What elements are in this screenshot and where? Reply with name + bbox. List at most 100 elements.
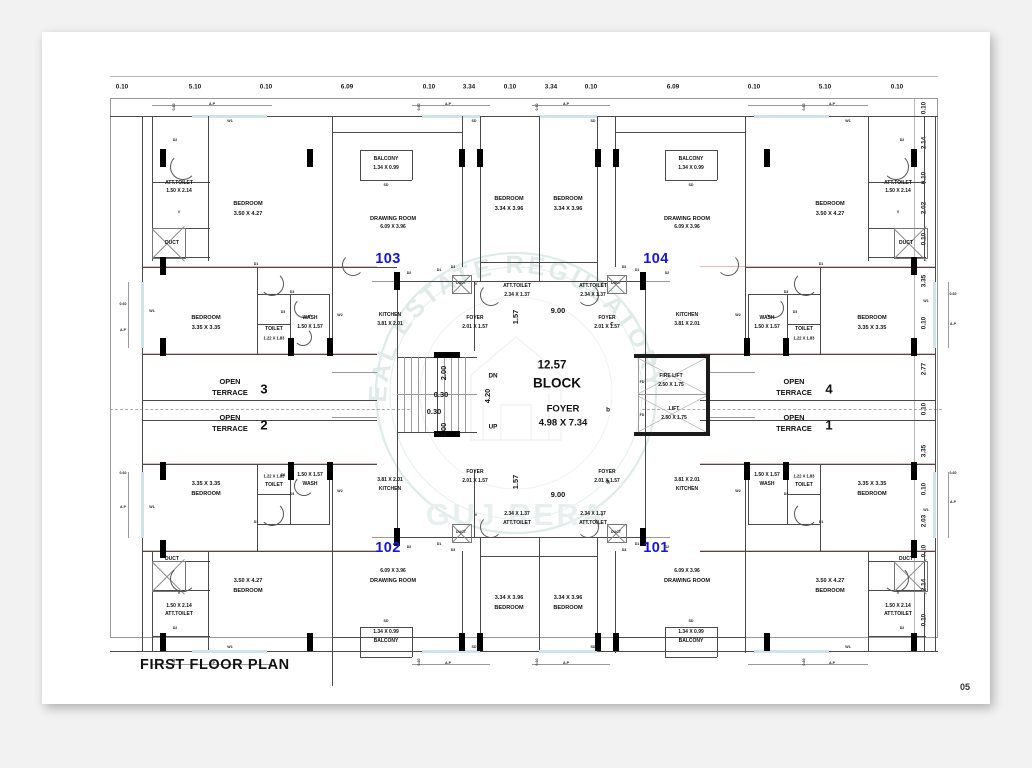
bedroom-name-tl: BEDROOM bbox=[233, 200, 263, 207]
bedroom-name-bm1: BEDROOM bbox=[494, 604, 524, 611]
duct-small-tl: DUCT bbox=[456, 281, 466, 285]
core-marker-c: c bbox=[610, 320, 614, 328]
wash-size-br: 1.50 X 1.57 bbox=[754, 472, 780, 479]
offset-060-bl: 0.60 bbox=[119, 471, 127, 475]
door-d3-bl1: D3 bbox=[289, 492, 295, 496]
terrace-2-number: 2 bbox=[260, 417, 268, 433]
bedroom-name-bm2: BEDROOM bbox=[553, 604, 583, 611]
door-d1-ml: D1 bbox=[253, 262, 259, 266]
toilet-size-br: 1.22 X 1.83 bbox=[793, 473, 815, 479]
wash-size-bl: 1.50 X 1.57 bbox=[297, 472, 323, 479]
door-d3-core-tl: D3 bbox=[450, 265, 456, 269]
toilet-name-br: TOILET bbox=[795, 482, 813, 489]
door-d2-core-br: D2 bbox=[664, 545, 670, 549]
core-depth-dim: 4.20 bbox=[482, 388, 492, 404]
terrace-3-line2: TERRACE bbox=[212, 387, 248, 397]
bedroom-name-mr: BEDROOM bbox=[857, 314, 887, 321]
wash-name-mr: WASH bbox=[759, 315, 775, 322]
balcony-size-tl: 1.34 X 0.99 bbox=[373, 165, 399, 172]
dim-top-12: 0.10 bbox=[890, 83, 904, 91]
stair-dim-2: 0.30 bbox=[426, 406, 442, 416]
door-d2-b4: D2 bbox=[899, 626, 905, 630]
sd-label-b3: SD bbox=[590, 645, 596, 649]
window-w1-t4: W1 bbox=[845, 119, 851, 123]
window-w1-br: W1 bbox=[923, 508, 929, 512]
core-foyer-size: 4.98 X 7.34 bbox=[538, 417, 588, 429]
vent-core-br: V bbox=[600, 513, 604, 517]
dim-top-8: 0.10 bbox=[584, 83, 598, 91]
floor-plan-sheet: GUJARAT REAL ESTATE REGULATORY AUTHORITY… bbox=[42, 32, 990, 704]
door-d2-b1: D2 bbox=[172, 626, 178, 630]
foyer-size-tl: 2.01 X 1.57 bbox=[462, 324, 488, 331]
unit-number-104[interactable]: 104 bbox=[643, 251, 669, 267]
att-toilet-size-bl: 1.50 X 2.14 bbox=[166, 603, 192, 610]
drawing-room-name-br: DRAWING ROOM bbox=[664, 577, 710, 584]
door-d1-core-tl: D1 bbox=[436, 268, 442, 272]
unit-number-101[interactable]: 101 bbox=[643, 540, 669, 556]
page-number: 05 bbox=[959, 682, 970, 692]
door-d2-t1: D2 bbox=[172, 138, 178, 142]
bedroom-size-bl: 3.50 X 4.27 bbox=[233, 577, 263, 584]
vent-core-bl: V bbox=[474, 513, 478, 517]
top-dimension-line bbox=[110, 76, 938, 77]
terrace-1-number: 1 bbox=[825, 417, 833, 433]
sd-label-balcony-tr: SD bbox=[688, 183, 694, 187]
vent-core-tr: V bbox=[600, 282, 604, 286]
att-toilet-name-tm1: ATT.TOILET bbox=[503, 283, 531, 290]
foyer-name-bl: FOYER bbox=[466, 469, 484, 476]
ap-label-t2: A.P bbox=[445, 102, 451, 106]
window-w2-br: W2 bbox=[735, 489, 741, 493]
door-d1-core-bl: D1 bbox=[436, 542, 442, 546]
drawing-room-name-tl: DRAWING ROOM bbox=[370, 215, 416, 222]
door-d3-core-tr: D3 bbox=[621, 265, 627, 269]
terrace-4-line1: OPEN bbox=[783, 376, 805, 386]
core-marker-a: a bbox=[606, 478, 610, 486]
drawing-room-name-bl: DRAWING ROOM bbox=[370, 577, 416, 584]
page-title: FIRST FLOOR PLAN bbox=[140, 657, 290, 673]
unit-number-103[interactable]: 103 bbox=[375, 251, 401, 267]
door-d1-core-tr: D1 bbox=[634, 268, 640, 272]
ap-label-t1: A.P bbox=[209, 102, 215, 106]
terrace-4-line2: TERRACE bbox=[776, 387, 812, 397]
lift-shaft-wall bbox=[634, 354, 710, 358]
dim-top-11: 5.10 bbox=[818, 83, 832, 91]
duct-label-bl: DUCT bbox=[165, 556, 179, 563]
fire-lift-size: 2.50 X 1.75 bbox=[658, 382, 684, 389]
ap-label-b4: A.P bbox=[829, 661, 835, 665]
att-toilet-size-tm2: 2.34 X 1.37 bbox=[580, 292, 606, 299]
core-offset-top: 1.57 bbox=[510, 309, 520, 325]
door-d3-ml1: D3 bbox=[289, 290, 295, 294]
offset-060-t1: 0.60 bbox=[172, 103, 176, 111]
right-dimension-line bbox=[914, 98, 915, 638]
window-w1-bl: W1 bbox=[149, 505, 155, 509]
duct-small-br: DUCT bbox=[611, 530, 621, 534]
att-toilet-name-bm1: ATT.TOILET bbox=[503, 520, 531, 527]
door-d3-br1: D3 bbox=[783, 492, 789, 496]
dim-top-10: 0.10 bbox=[747, 83, 761, 91]
dim-top-2: 0.10 bbox=[259, 83, 273, 91]
toilet-name-ml: TOILET bbox=[265, 326, 283, 333]
unit-number-102[interactable]: 102 bbox=[375, 540, 401, 556]
kitchen-name-bl: KITCHEN bbox=[378, 486, 402, 493]
window-w2-ml: W2 bbox=[337, 313, 343, 317]
ap-label-b2: A.P bbox=[445, 661, 451, 665]
offset-060-t2: 0.60 bbox=[417, 103, 421, 111]
drawing-room-size-tl: 6.09 X 3.96 bbox=[380, 224, 406, 231]
sd-label-t3: SD bbox=[590, 119, 596, 123]
balcony-name-bl: BALCONY bbox=[373, 638, 399, 645]
kitchen-name-ml: KITCHEN bbox=[378, 312, 402, 319]
offset-060-t4: 0.60 bbox=[802, 103, 806, 111]
vent-core-tl: V bbox=[474, 282, 478, 286]
offset-060-mr: 0.60 bbox=[949, 292, 957, 296]
lift-door: FD bbox=[639, 413, 645, 417]
door-d3-ml2: D3 bbox=[280, 310, 286, 314]
att-toilet-size-tl: 1.50 X 2.14 bbox=[166, 188, 192, 195]
bedroom-name-br: BEDROOM bbox=[815, 587, 845, 594]
door-d2-t4: D2 bbox=[899, 138, 905, 142]
foyer-name-tr: FOYER bbox=[598, 315, 616, 322]
window-w1-mr: W1 bbox=[923, 299, 929, 303]
drawing-room-size-br: 6.09 X 3.96 bbox=[674, 568, 700, 575]
offset-060-b2: 0.60 bbox=[417, 658, 421, 666]
duct-label-tr: DUCT bbox=[899, 240, 913, 247]
ap-label-b3: A.P bbox=[563, 661, 569, 665]
